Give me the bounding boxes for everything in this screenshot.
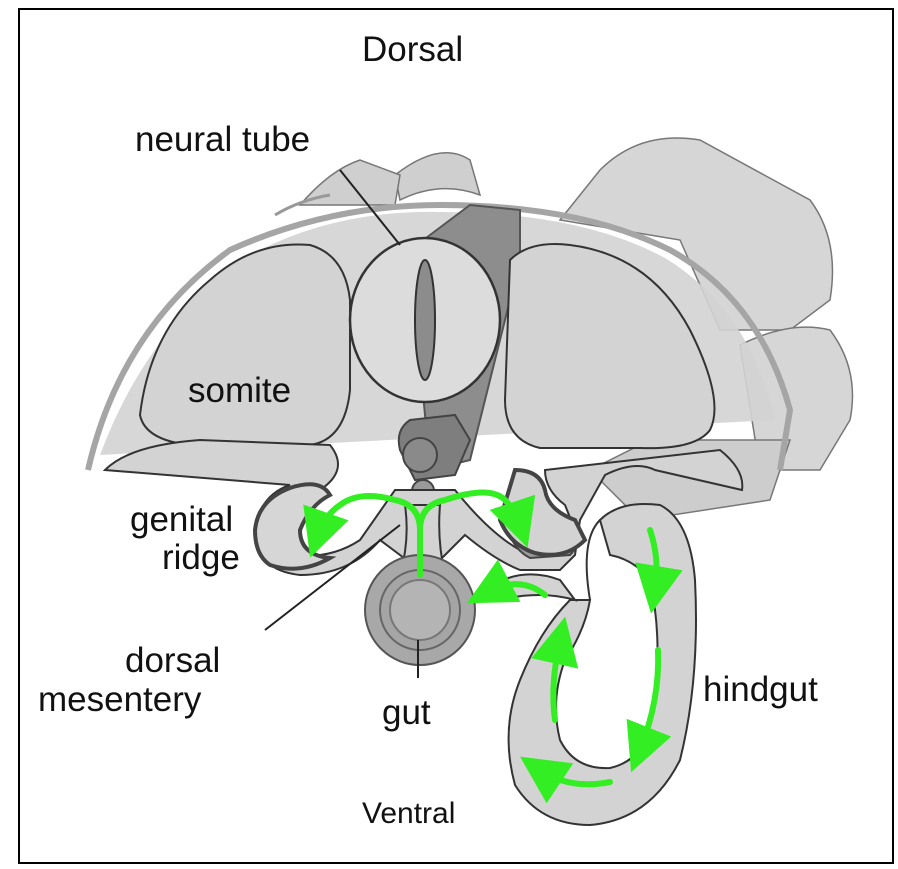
genital-ridge-label-line2: ridge bbox=[162, 540, 240, 575]
ventral-label: Ventral bbox=[362, 799, 455, 829]
dorsal-mesentery-label-line1: dorsal bbox=[125, 643, 220, 678]
gut-label: gut bbox=[382, 695, 431, 730]
hindgut-label: hindgut bbox=[703, 672, 818, 707]
neural-tube-label: neural tube bbox=[135, 122, 310, 157]
somite-left bbox=[140, 244, 350, 445]
somite-label: somite bbox=[188, 373, 291, 408]
neural-tube bbox=[350, 238, 500, 402]
genital-ridge-label-line1: genital bbox=[130, 502, 233, 537]
dorsal-label: Dorsal bbox=[362, 32, 463, 67]
dorsal-mesentery-label-line2: mesentery bbox=[38, 682, 201, 717]
